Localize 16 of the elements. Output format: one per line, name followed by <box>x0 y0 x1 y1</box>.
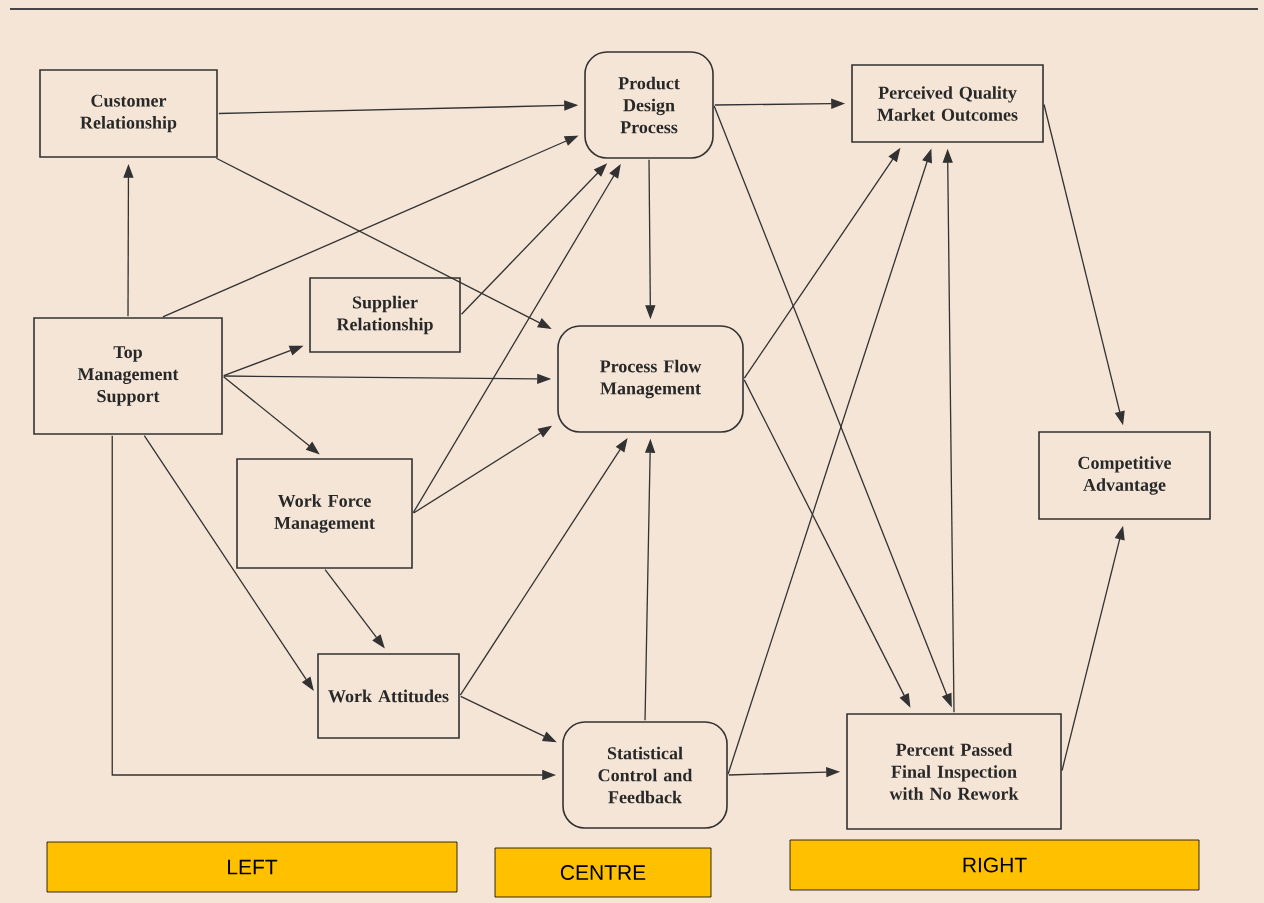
section-band: RIGHT <box>789 839 1200 891</box>
section-band: LEFT <box>46 841 458 893</box>
concept-box: Perceived Quality Market Outcomes <box>851 64 1044 143</box>
concept-box: Top Management Support <box>33 317 223 435</box>
arrow <box>143 435 314 691</box>
concept-box: Percent Passed Final Inspection with No Rework <box>846 713 1062 830</box>
concept-box: Customer Relationship <box>39 69 218 158</box>
section-band: CENTRE <box>494 847 712 898</box>
concept-box: Competitive Advantage <box>1038 431 1211 520</box>
process-box: Product Design Process <box>584 51 714 159</box>
process-box: Process Flow Management <box>557 325 744 433</box>
process-box: Statistical Control and Feedback <box>562 721 728 829</box>
concept-box: Work Attitudes <box>317 653 460 739</box>
concept-box: Work Force Management <box>236 458 413 569</box>
concept-box: Supplier Relationship <box>309 277 461 353</box>
arrow <box>412 164 621 514</box>
